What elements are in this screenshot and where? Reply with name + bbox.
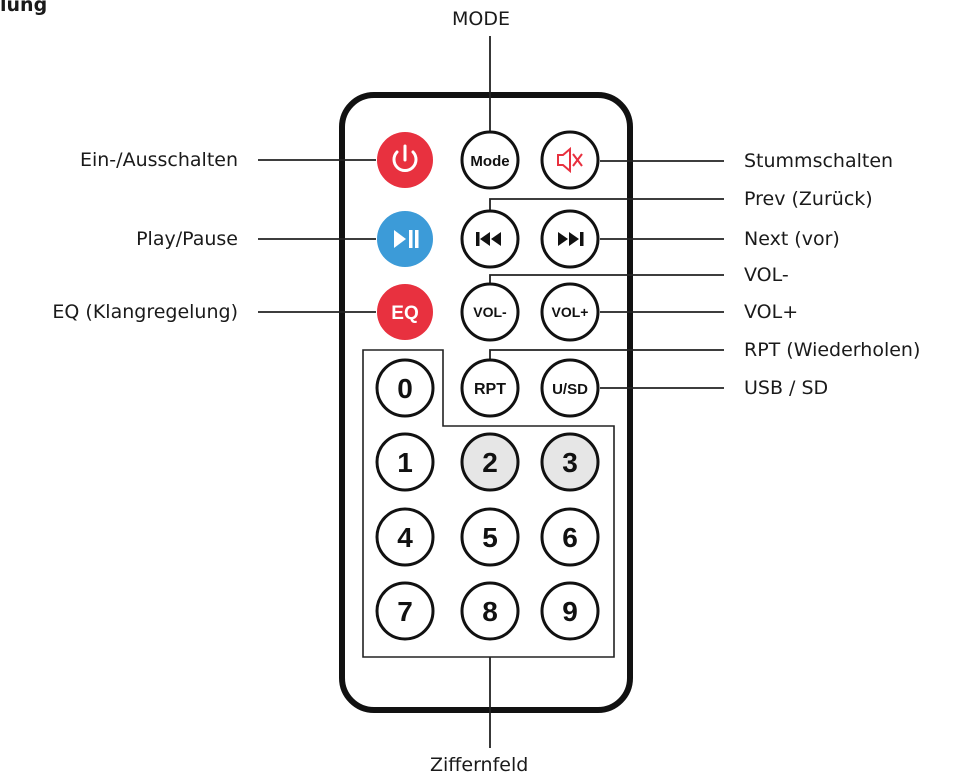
digit-2-button[interactable]: 2 — [460, 432, 520, 492]
callout-eq: EQ (Klangregelung) — [52, 301, 238, 323]
digit-5-label: 5 — [482, 522, 498, 553]
rpt-button[interactable]: RPT — [460, 358, 520, 418]
power-button[interactable] — [377, 132, 433, 188]
usd-button[interactable]: U/SD — [540, 358, 600, 418]
vol-minus-button-label: VOL- — [473, 304, 507, 320]
rpt-button-label: RPT — [474, 381, 506, 398]
digit-5-button[interactable]: 5 — [460, 507, 520, 567]
callout-prev: Prev (Zurück) — [744, 188, 873, 210]
next-icon — [558, 232, 584, 246]
digit-9-label: 9 — [562, 596, 578, 627]
heading-fragment: lung — [0, 0, 48, 16]
callout-mute: Stummschalten — [744, 150, 894, 172]
callout-vol-plus: VOL+ — [744, 301, 799, 323]
callout-next: Next (vor) — [744, 228, 840, 250]
digit-8-label: 8 — [482, 596, 498, 627]
digit-3-label: 3 — [562, 447, 578, 478]
usd-button-label: U/SD — [552, 381, 588, 398]
callout-usb-sd: USB / SD — [744, 377, 829, 399]
prev-button[interactable] — [460, 209, 520, 269]
callout-power: Ein-/Ausschalten — [79, 149, 238, 171]
digit-0-label: 0 — [397, 373, 413, 404]
line-prev — [489, 198, 724, 212]
digit-6-button[interactable]: 6 — [540, 507, 600, 567]
prev-icon — [476, 232, 501, 246]
digit-7-button[interactable]: 7 — [375, 581, 435, 641]
digit-9-button[interactable]: 9 — [540, 581, 600, 641]
play-pause-button[interactable] — [377, 211, 433, 267]
callout-play-pause: Play/Pause — [136, 228, 238, 250]
vol-plus-button[interactable]: VOL+ — [540, 282, 600, 342]
mode-button-label: Mode — [470, 153, 509, 170]
play-pause-icon — [394, 230, 419, 248]
digit-8-button[interactable]: 8 — [460, 581, 520, 641]
callout-mode: MODE — [452, 8, 510, 30]
digit-4-label: 4 — [397, 522, 413, 553]
power-icon — [392, 144, 418, 172]
numpad-frame — [362, 349, 615, 658]
digit-3-button[interactable]: 3 — [540, 432, 600, 492]
digit-1-button[interactable]: 1 — [375, 432, 435, 492]
eq-button-label: EQ — [391, 303, 418, 324]
digit-1-label: 1 — [397, 447, 413, 478]
vol-minus-button[interactable]: VOL- — [460, 282, 520, 342]
mode-button[interactable]: Mode — [460, 130, 520, 190]
digit-4-button[interactable]: 4 — [375, 507, 435, 567]
digit-7-label: 7 — [397, 596, 413, 627]
eq-button[interactable]: EQ — [377, 284, 433, 340]
vol-plus-button-label: VOL+ — [552, 304, 589, 320]
mute-icon — [557, 146, 583, 174]
digit-2-label: 2 — [482, 447, 498, 478]
callout-vol-minus: VOL- — [744, 264, 789, 286]
digit-6-label: 6 — [562, 522, 578, 553]
next-button[interactable] — [540, 209, 600, 269]
callout-rpt: RPT (Wiederholen) — [744, 339, 921, 361]
digit-0-button[interactable]: 0 — [375, 358, 435, 418]
mute-button[interactable] — [540, 130, 600, 190]
callout-numpad: Ziffernfeld — [430, 754, 529, 776]
